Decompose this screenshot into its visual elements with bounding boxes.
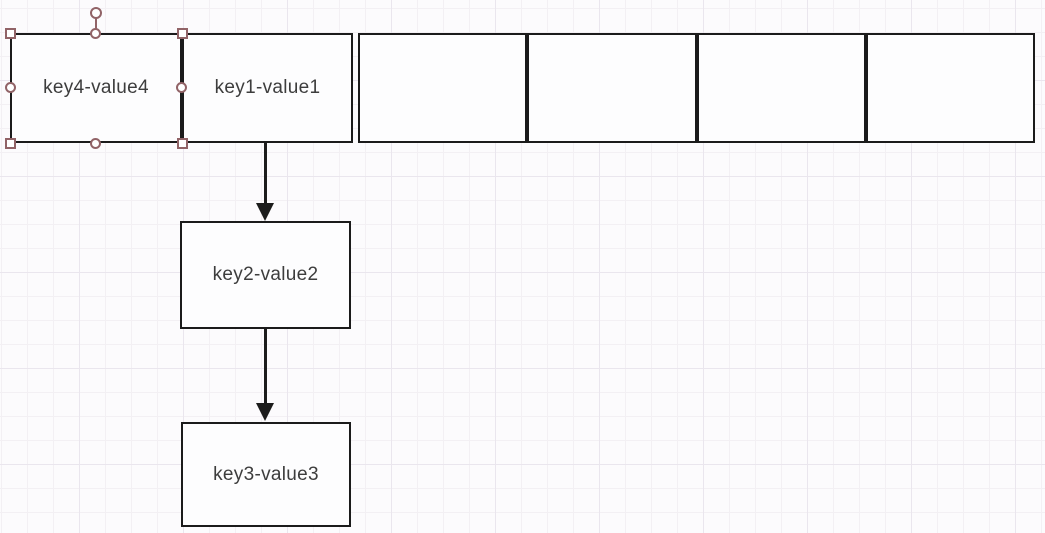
node-key4-label: key4-value4 [43, 77, 149, 98]
resize-handle-top-left[interactable] [5, 28, 16, 39]
bucket-cell-empty-4[interactable] [865, 33, 1035, 143]
bucket-cell-empty-3[interactable] [696, 33, 866, 143]
bucket-cell-empty-2[interactable] [527, 33, 697, 143]
resize-handle-bottom-middle[interactable] [90, 138, 101, 149]
node-key3-label: key3-value3 [213, 463, 319, 485]
resize-handle-bottom-left[interactable] [5, 138, 16, 149]
node-key2[interactable]: key2-value2 [180, 221, 351, 329]
node-key1-label: key1-value1 [214, 77, 321, 98]
node-key3[interactable]: key3-value3 [181, 422, 351, 527]
rotate-handle-stem [95, 18, 97, 30]
edge-line [264, 143, 267, 204]
edge-line [264, 329, 267, 404]
resize-handle-middle-left[interactable] [5, 82, 16, 93]
edge-key2-to-key3[interactable] [256, 329, 275, 421]
resize-handle-middle-right[interactable] [176, 82, 187, 93]
resize-handle-top-right[interactable] [177, 28, 188, 39]
arrowhead-down-icon [256, 403, 274, 421]
rotate-handle-icon[interactable] [90, 7, 102, 19]
bucket-cell-empty-1[interactable] [358, 33, 528, 143]
arrowhead-down-icon [256, 203, 274, 221]
node-key1[interactable]: key1-value1 [182, 33, 353, 143]
node-key2-label: key2-value2 [212, 264, 319, 285]
edge-key1-to-key2[interactable] [256, 143, 275, 221]
resize-handle-top-middle[interactable] [90, 28, 101, 39]
node-key4[interactable]: key4-value4 [10, 33, 182, 143]
resize-handle-bottom-right[interactable] [177, 138, 188, 149]
bucket-row [358, 33, 1035, 143]
